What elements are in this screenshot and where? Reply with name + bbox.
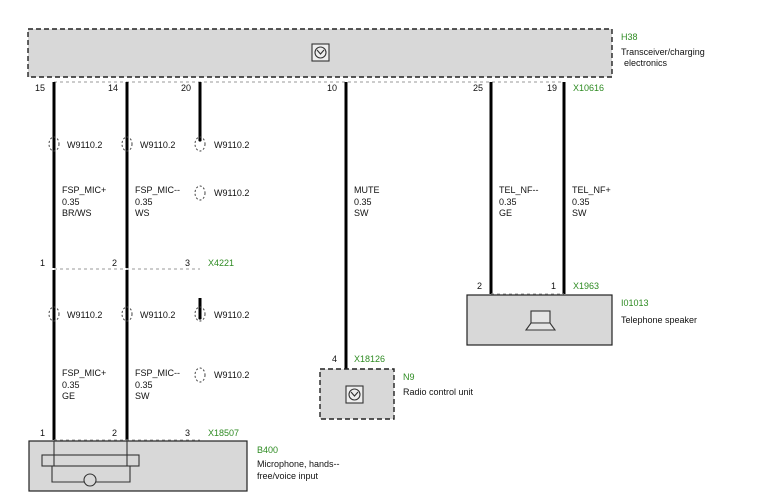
shield-ref-lower-3: W9110.2 [214,310,249,320]
x18507-pin-1: 1 [40,428,45,438]
tel-nf-plus-color: SW [572,208,587,218]
h38-connector-label: X10616 [573,83,604,93]
b400-desc-line1: Microphone, hands-- [257,459,340,469]
h38-pin-15: 15 [35,83,45,93]
x18507-pin-3: 3 [185,428,190,438]
shield-ref-lower-4: W9110.2 [214,370,249,380]
fsp-mic-minus-upper-size: 0.35 [135,197,153,207]
x4221-pin-3: 3 [185,258,190,268]
fsp-mic-plus-lower-name: FSP_MIC+ [62,368,106,378]
fsp-mic-minus-lower-size: 0.35 [135,380,153,390]
h38-id: H38 [621,32,638,42]
fsp-mic-plus-lower-size: 0.35 [62,380,80,390]
fsp-mic-plus-upper-color: BR/WS [62,208,92,218]
tel-nf-plus-size: 0.35 [572,197,590,207]
b400-id: B400 [257,445,278,455]
x1963-connector-label: X1963 [573,281,599,291]
n9-desc: Radio control unit [403,387,474,397]
mute-name: MUTE [354,185,380,195]
h38-pin-10: 10 [327,83,337,93]
n9-id: N9 [403,372,415,382]
speaker-icon [524,310,557,331]
h38-desc-line2: electronics [624,58,668,68]
fsp-mic-plus-upper-name: FSP_MIC+ [62,185,106,195]
n9-pin: 4 [332,354,337,364]
control-unit-icon [311,43,330,62]
h38-desc-line1: Transceiver/charging [621,47,705,57]
tel-nf-minus-name: TEL_NF-- [499,185,539,195]
x4221-pin-1: 1 [40,258,45,268]
microphone-icon [41,441,140,487]
h38-pin-25: 25 [473,83,483,93]
i01013-pin-1: 1 [551,281,556,291]
x4221-connector-label: X4221 [208,258,234,268]
tel-nf-minus-size: 0.35 [499,197,517,207]
tel-nf-plus-name: TEL_NF+ [572,185,611,195]
fsp-mic-minus-upper-name: FSP_MIC-- [135,185,180,195]
n9-connector-label: X18126 [354,354,385,364]
shield-ref-lower-1: W9110.2 [67,310,102,320]
x18507-connector-label: X18507 [208,428,239,438]
shield-ref-upper-3: W9110.2 [214,140,249,150]
i01013-id: I01013 [621,298,649,308]
control-unit-icon-n9 [345,385,364,404]
i01013-desc: Telephone speaker [621,315,697,325]
mute-size: 0.35 [354,197,372,207]
x4221-pin-2: 2 [112,258,117,268]
fsp-mic-plus-lower-color: GE [62,391,75,401]
h38-pin-14: 14 [108,83,118,93]
b400-desc-line2: free/voice input [257,471,319,481]
shield-marks-upper [48,136,206,201]
mute-color: SW [354,208,369,218]
x18507-pin-2: 2 [112,428,117,438]
i01013-pin-2: 2 [477,281,482,291]
fsp-mic-minus-lower-color: SW [135,391,150,401]
fsp-mic-plus-upper-size: 0.35 [62,197,80,207]
shield-marks-lower [48,306,206,383]
h38-pin-19: 19 [547,83,557,93]
fsp-mic-minus-lower-name: FSP_MIC-- [135,368,180,378]
shield-ref-lower-2: W9110.2 [140,310,175,320]
shield-ref-upper-4: W9110.2 [214,188,249,198]
h38-pin-20: 20 [181,83,191,93]
shield-ref-upper-2: W9110.2 [140,140,175,150]
fsp-mic-minus-upper-color: WS [135,208,150,218]
tel-nf-minus-color: GE [499,208,512,218]
shield-ref-upper-1: W9110.2 [67,140,102,150]
